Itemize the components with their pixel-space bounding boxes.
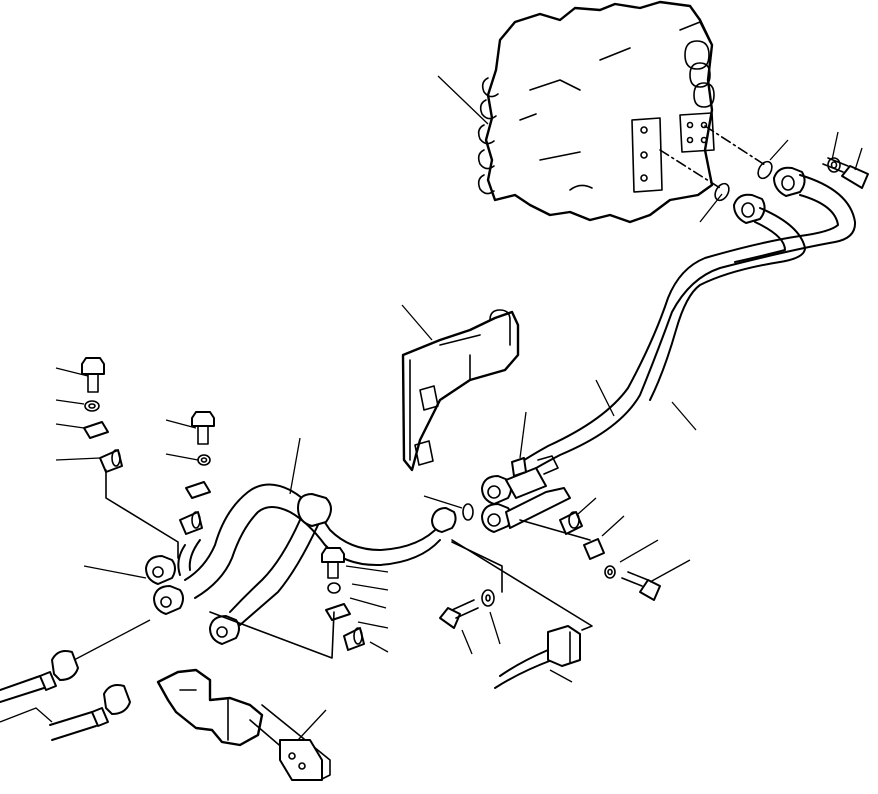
clip-left-mid: [185, 481, 211, 499]
collar-right: [559, 511, 583, 535]
valve-bracket-center: [401, 309, 520, 472]
flange-upper-right: [773, 166, 806, 197]
flange-center-left: [431, 507, 457, 533]
clip-right: [583, 538, 605, 560]
clip-center-lower: [325, 603, 351, 621]
pipe-s-bend: [177, 483, 441, 626]
bolt-right: [621, 571, 661, 601]
collar-center: [343, 627, 365, 651]
clip-center: [511, 457, 527, 477]
flange-center-bottom: [209, 615, 240, 645]
hose-lower-center: [494, 625, 581, 689]
washer-left: [84, 400, 100, 412]
clip-left: [83, 421, 109, 439]
collar-left: [99, 449, 123, 473]
hose-bottom-left-lower: [49, 684, 131, 741]
washer-right: [604, 565, 616, 579]
washer-lower-center: [481, 589, 495, 607]
flange-center-upper: [481, 455, 559, 505]
bolt-top-right: [822, 157, 869, 189]
leader-lines: [0, 75, 863, 741]
bolt-left-top: [81, 357, 105, 393]
flange-left-lower: [153, 585, 184, 615]
control-valve: [477, 0, 766, 224]
washer-left-mid: [197, 454, 211, 466]
bolt-center: [321, 547, 345, 579]
hose-bottom-left-upper: [0, 650, 79, 703]
o-ring-center: [462, 503, 474, 521]
assembly-guides: [105, 469, 593, 659]
bolt-left-mid: [191, 411, 215, 445]
flange-left-upper: [145, 555, 176, 585]
pipe-long-upper: [514, 174, 857, 479]
washer-center: [327, 582, 341, 594]
o-ring-upper: [757, 160, 773, 180]
collar-left-mid: [179, 511, 203, 535]
flange-center-lower: [481, 487, 571, 533]
bracket-bottom: [156, 668, 331, 781]
pipe-long-lower: [649, 207, 806, 401]
bolt-lower-center: [439, 599, 479, 629]
